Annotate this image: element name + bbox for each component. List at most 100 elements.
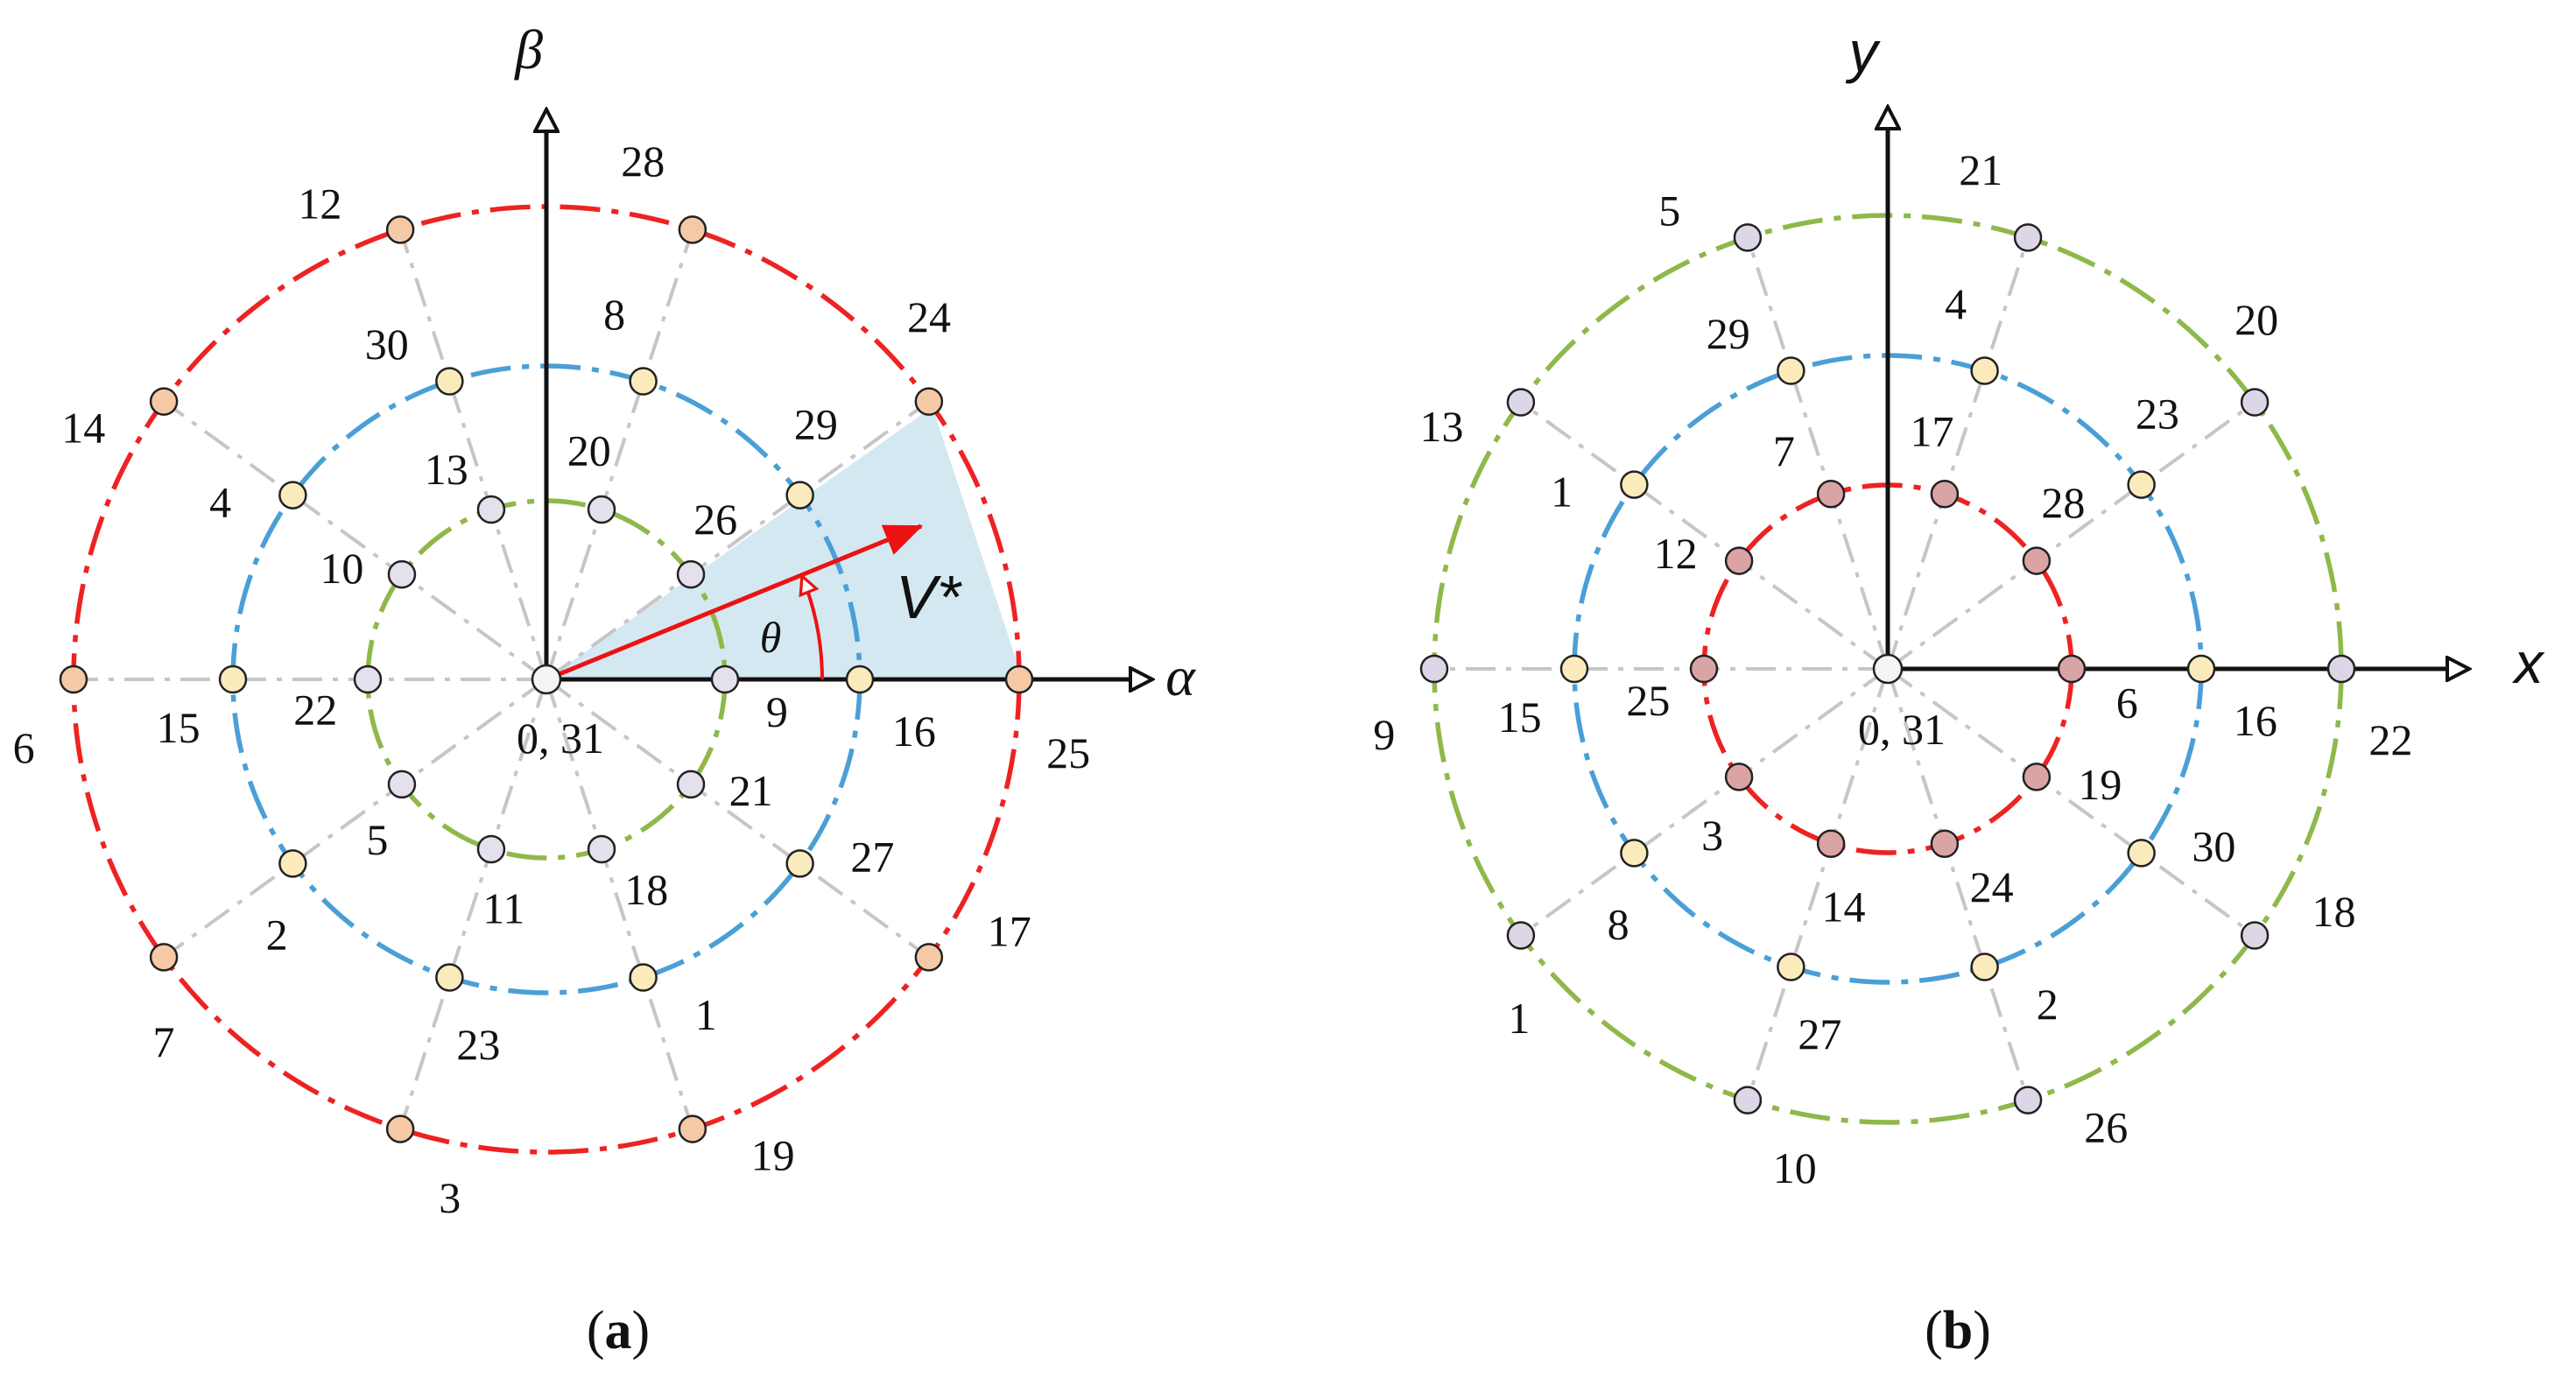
vector-node: [1777, 953, 1805, 981]
vector-node: [587, 495, 616, 524]
beta-axis-label: β: [513, 18, 543, 81]
spoke-line: [1746, 668, 1890, 1101]
vector-node: [1930, 480, 1960, 509]
spoke-line: [162, 678, 548, 960]
vector-node: [2240, 388, 2270, 417]
vector-node: [149, 387, 179, 416]
vector-node: [2240, 921, 2270, 950]
node-label: 2: [266, 910, 288, 960]
vector-node: [1724, 763, 1754, 791]
spoke-line: [1746, 236, 1890, 670]
node-label: 7: [152, 1017, 174, 1066]
vector-node: [2127, 470, 2156, 499]
node-label: 12: [298, 179, 341, 228]
node-label: 6: [2116, 678, 2138, 728]
vector-node: [385, 215, 415, 244]
vector-node: [1620, 470, 1649, 499]
vector-node: [1970, 953, 1999, 981]
caption-a: (a): [587, 1301, 650, 1360]
vector-node: [1724, 546, 1754, 575]
vector-node: [218, 664, 248, 694]
node-label: 28: [2041, 478, 2085, 527]
spoke-line: [1519, 400, 1890, 671]
vector-node: [1419, 654, 1449, 684]
node-label: 14: [1821, 882, 1865, 931]
center-node: [531, 664, 562, 695]
node-label: 29: [794, 399, 838, 448]
spoke-line: [398, 678, 548, 1130]
node-label: 27: [1798, 1009, 1841, 1058]
node-label: 8: [1608, 900, 1629, 949]
vector-node: [676, 559, 706, 589]
vector-node: [629, 963, 658, 992]
panel-b: x y 222021513911026181623429115827230628…: [1373, 19, 2544, 1360]
vector-node: [1620, 839, 1649, 868]
node-label: 15: [1498, 693, 1542, 742]
panel-a: α β θ V* 2524281214673191716298304152231…: [13, 18, 1197, 1360]
vector-node: [1816, 480, 1846, 509]
vector-node: [353, 664, 383, 694]
spoke-line: [162, 399, 548, 681]
caption-b: (b): [1925, 1301, 1991, 1360]
spokes: [74, 228, 1019, 1130]
vector-node: [2057, 654, 2087, 684]
spoke-line: [545, 399, 931, 681]
node-label: 30: [2192, 822, 2235, 871]
x-axis-label: x: [2512, 630, 2545, 695]
y-axis-label: y: [1846, 19, 1882, 84]
reference-vector: [545, 524, 924, 682]
vector-node: [2326, 654, 2356, 684]
node-label: 22: [293, 685, 337, 734]
vector-node: [2013, 223, 2043, 252]
center-node: [1872, 653, 1904, 685]
spoke-line: [398, 228, 548, 680]
node-label: 9: [1373, 710, 1395, 759]
angle-arc: [799, 573, 824, 680]
vector-node: [385, 1114, 415, 1143]
node-label: 23: [456, 1020, 500, 1069]
vector-node: [387, 559, 417, 589]
vector-node: [2022, 546, 2052, 575]
spoke-line: [545, 678, 694, 1130]
node-label: 16: [2234, 696, 2277, 745]
node-label: 3: [439, 1173, 461, 1222]
spoke-line: [1886, 236, 2030, 670]
node-label: 17: [1911, 407, 1954, 456]
vector-node: [476, 495, 506, 524]
vector-node: [1689, 654, 1719, 684]
vector-node: [387, 770, 417, 799]
node-label: 30: [365, 320, 409, 369]
vector-node: [2022, 763, 2052, 791]
node-label: 13: [425, 445, 468, 494]
node-label: 21: [1959, 145, 2002, 194]
spokes: [1434, 236, 2341, 1101]
vector-node: [1506, 921, 1536, 950]
vector-node: [587, 834, 616, 864]
vector-node: [2127, 839, 2156, 868]
vector-node: [785, 481, 814, 510]
node-label: 4: [1945, 279, 1967, 328]
vector-node: [476, 834, 506, 864]
node-label: 1: [1508, 994, 1530, 1043]
node-label: 19: [751, 1131, 795, 1180]
vector-node: [845, 664, 875, 694]
node-label: 15: [157, 703, 201, 752]
node-label: 20: [567, 425, 611, 475]
node-label: 26: [2084, 1103, 2128, 1152]
vector-node: [710, 664, 740, 694]
node-label: 19: [2078, 760, 2122, 809]
vector-node: [59, 664, 88, 694]
vector-node: [629, 367, 658, 396]
spoke-line: [1886, 668, 2030, 1101]
node-label: 25: [1046, 728, 1090, 777]
vector-node: [1777, 356, 1805, 385]
node-label: 6: [13, 723, 35, 772]
angle-label: θ: [760, 613, 782, 662]
node-label: 17: [988, 907, 1031, 956]
node-label: 26: [693, 495, 737, 544]
spoke-line: [545, 228, 694, 680]
nodes: [1419, 223, 2356, 1114]
vector-node: [278, 481, 307, 510]
node-label: 29: [1707, 309, 1750, 358]
node-label: 13: [1420, 402, 1464, 451]
